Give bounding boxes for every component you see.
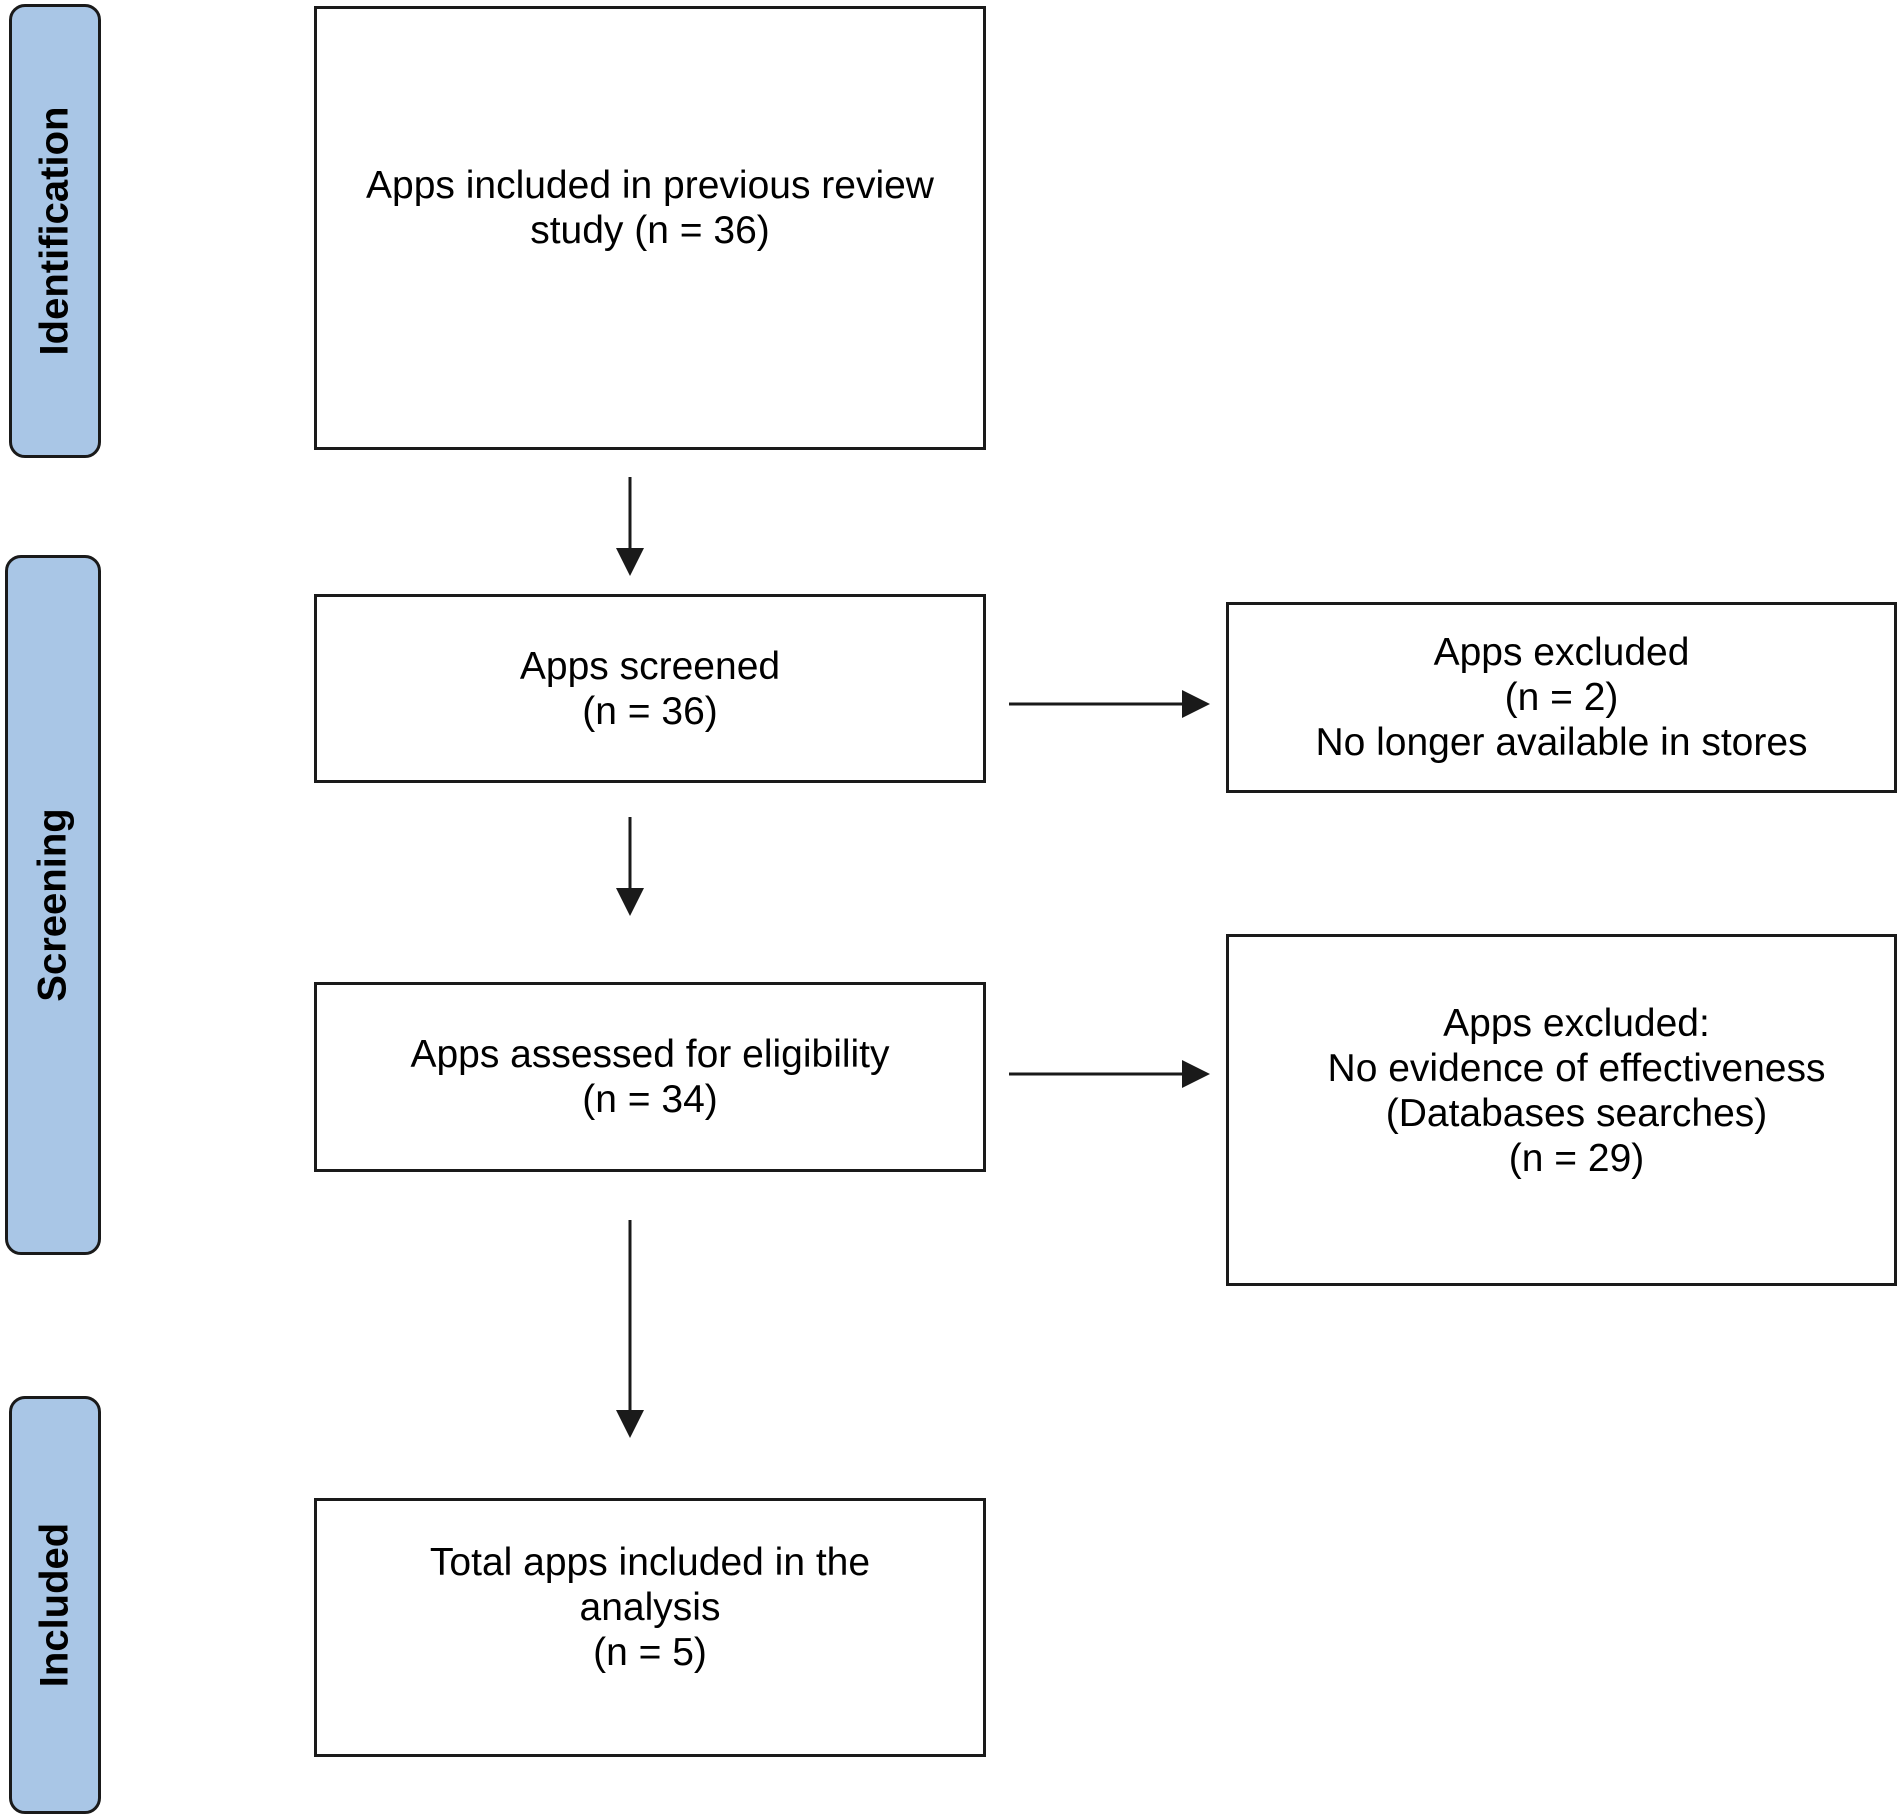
box-excluded-unavailable-line-2: (n = 2) [1504, 676, 1619, 719]
arrow-assessed-to-included-head [616, 1410, 644, 1438]
box-excluded-no-evidence-line-3: (Databases searches) [1385, 1092, 1768, 1135]
stage-screening: Screening [5, 555, 101, 1255]
box-excluded-no-evidence-line-2: No evidence of effectiveness [1327, 1047, 1826, 1090]
box-screened-line-1: Apps screened [519, 644, 781, 688]
box-total-included: Total apps included in the analysis (n =… [314, 1498, 986, 1757]
box-excluded-unavailable-line-3: No longer available in stores [1315, 721, 1808, 764]
box-previous-review-line-1: Apps included in previous review [366, 164, 934, 207]
box-excluded-unavailable: Apps excluded (n = 2) No longer availabl… [1226, 602, 1897, 793]
box-assessed: Apps assessed for eligibility (n = 34) [314, 982, 986, 1172]
arrow-review-to-screened-head [616, 548, 644, 576]
stage-included: Included [9, 1396, 101, 1814]
box-excluded-unavailable-line-1: Apps excluded [1433, 631, 1690, 674]
box-previous-review-line-2: study (n = 36) [530, 209, 770, 252]
box-total-included-line-1: Total apps included in the [429, 1541, 871, 1584]
box-assessed-line-2: (n = 34) [582, 1078, 718, 1121]
arrow-screened-to-assessed-head [616, 888, 644, 916]
box-excluded-no-evidence-line-1: Apps excluded: [1443, 1002, 1710, 1045]
box-total-included-line-3: (n = 5) [593, 1631, 707, 1674]
arrow-screened-to-excluded-head [1182, 690, 1210, 718]
box-assessed-line-1: Apps assessed for eligibility [410, 1033, 890, 1076]
box-previous-review: Apps included in previous review study (… [314, 6, 986, 450]
box-excluded-no-evidence: Apps excluded: No evidence of effectiven… [1226, 934, 1897, 1286]
box-excluded-no-evidence-line-4: (n = 29) [1508, 1137, 1645, 1180]
box-total-included-line-2: analysis [579, 1586, 721, 1629]
box-screened: Apps screened (n = 36) [314, 594, 986, 783]
box-screened-line-2: (n = 36) [582, 689, 718, 733]
stage-identification: Identification [9, 4, 101, 458]
arrow-assessed-to-excluded-head [1182, 1060, 1210, 1088]
